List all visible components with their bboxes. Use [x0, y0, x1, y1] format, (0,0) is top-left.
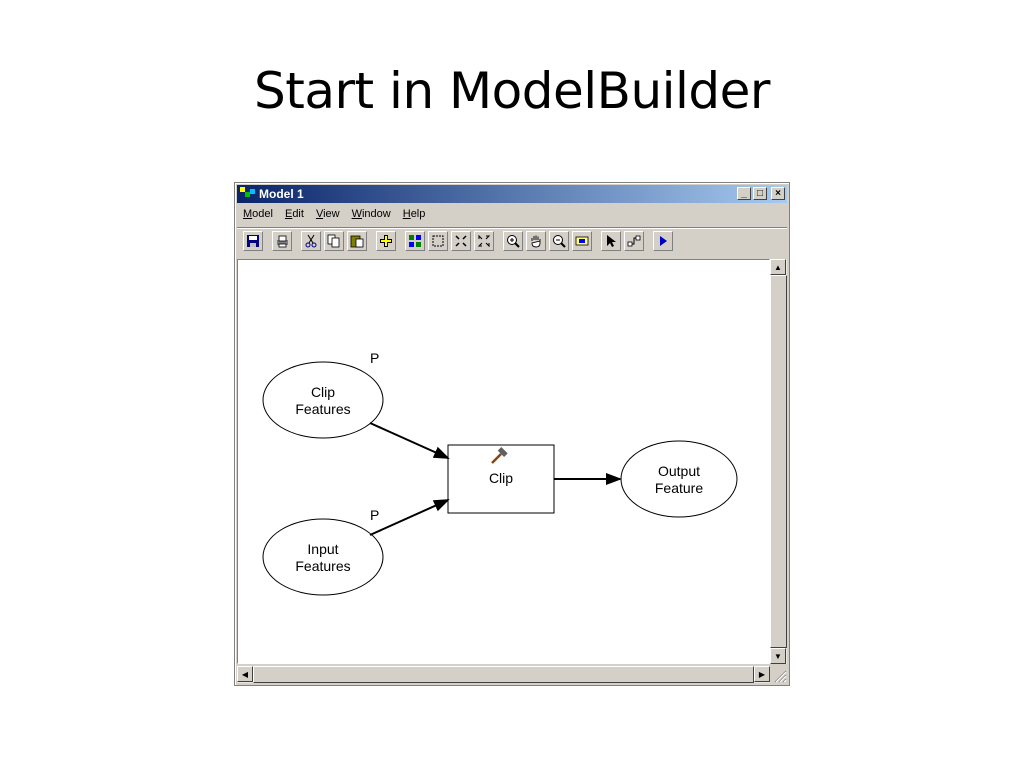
- scroll-up-button[interactable]: ▲: [770, 259, 786, 275]
- horizontal-scrollbar[interactable]: ◀ ▶: [237, 666, 770, 683]
- scroll-left-button[interactable]: ◀: [237, 666, 253, 682]
- input-features-ellipse[interactable]: [262, 518, 384, 596]
- save-icon[interactable]: [243, 230, 263, 251]
- maximize-button[interactable]: □: [753, 187, 767, 200]
- window-title: Model 1: [259, 187, 304, 201]
- toolbar: [237, 227, 787, 253]
- parameter-mark-input-features: P: [370, 507, 380, 523]
- parameter-mark-clip-features: P: [370, 350, 380, 366]
- overview-icon[interactable]: [572, 230, 592, 251]
- fixed-zoom-in-icon[interactable]: [451, 230, 471, 251]
- clip-features-ellipse[interactable]: [262, 361, 384, 439]
- clip-tool-label: Clip: [488, 470, 514, 486]
- diagram-graphics: [262, 361, 738, 596]
- resize-grip[interactable]: [770, 666, 787, 683]
- paste-icon[interactable]: [347, 230, 367, 251]
- close-button[interactable]: ×: [771, 187, 785, 200]
- cut-icon[interactable]: [301, 230, 321, 251]
- input-features-label: Input Features: [295, 541, 351, 574]
- hammer-tool-icon: [491, 447, 508, 464]
- full-extent-icon[interactable]: [428, 230, 448, 251]
- menu-window[interactable]: Window: [351, 208, 391, 220]
- copy-icon[interactable]: [324, 230, 344, 251]
- print-icon[interactable]: [272, 230, 292, 251]
- zoom-in-icon[interactable]: [503, 230, 523, 251]
- clip-tool-box[interactable]: [447, 444, 555, 514]
- minimize-button[interactable]: _: [737, 187, 751, 200]
- clip-features-label: Clip Features: [295, 384, 351, 417]
- menu-view[interactable]: View: [315, 208, 340, 220]
- connector-input-features[interactable]: [369, 499, 450, 536]
- horizontal-scroll-thumb[interactable]: [253, 666, 754, 683]
- menu-help[interactable]: Help: [402, 208, 426, 220]
- scroll-right-button[interactable]: ▶: [754, 666, 770, 682]
- auto-layout-icon[interactable]: [405, 230, 425, 251]
- model-app-icon: [240, 187, 256, 201]
- model-canvas[interactable]: P P Clip Features Input Features Clip Ou…: [237, 259, 770, 664]
- add-data-icon[interactable]: [376, 230, 396, 251]
- menu-edit[interactable]: Edit: [284, 208, 304, 220]
- connector-clip-features[interactable]: [369, 422, 450, 459]
- modelbuilder-window: Model 1 _ □ × Model Edit View Window Hel…: [234, 182, 790, 686]
- menu-bar: Model Edit View Window Help: [237, 205, 787, 223]
- vertical-scrollbar[interactable]: ▲ ▼: [770, 259, 787, 664]
- select-icon[interactable]: [601, 230, 621, 251]
- fixed-zoom-out-icon[interactable]: [474, 230, 494, 251]
- title-bar[interactable]: Model 1 _ □ ×: [237, 185, 787, 203]
- zoom-out-icon[interactable]: [549, 230, 569, 251]
- scroll-down-button[interactable]: ▼: [770, 648, 786, 664]
- menu-model[interactable]: Model: [243, 208, 273, 220]
- pan-icon[interactable]: [526, 230, 546, 251]
- add-connection-icon[interactable]: [624, 230, 644, 251]
- run-icon[interactable]: [653, 230, 673, 251]
- slide-title: Start in ModelBuilder: [254, 62, 770, 120]
- output-feature-label: Output Feature: [654, 463, 704, 496]
- vertical-scroll-thumb[interactable]: [770, 275, 787, 648]
